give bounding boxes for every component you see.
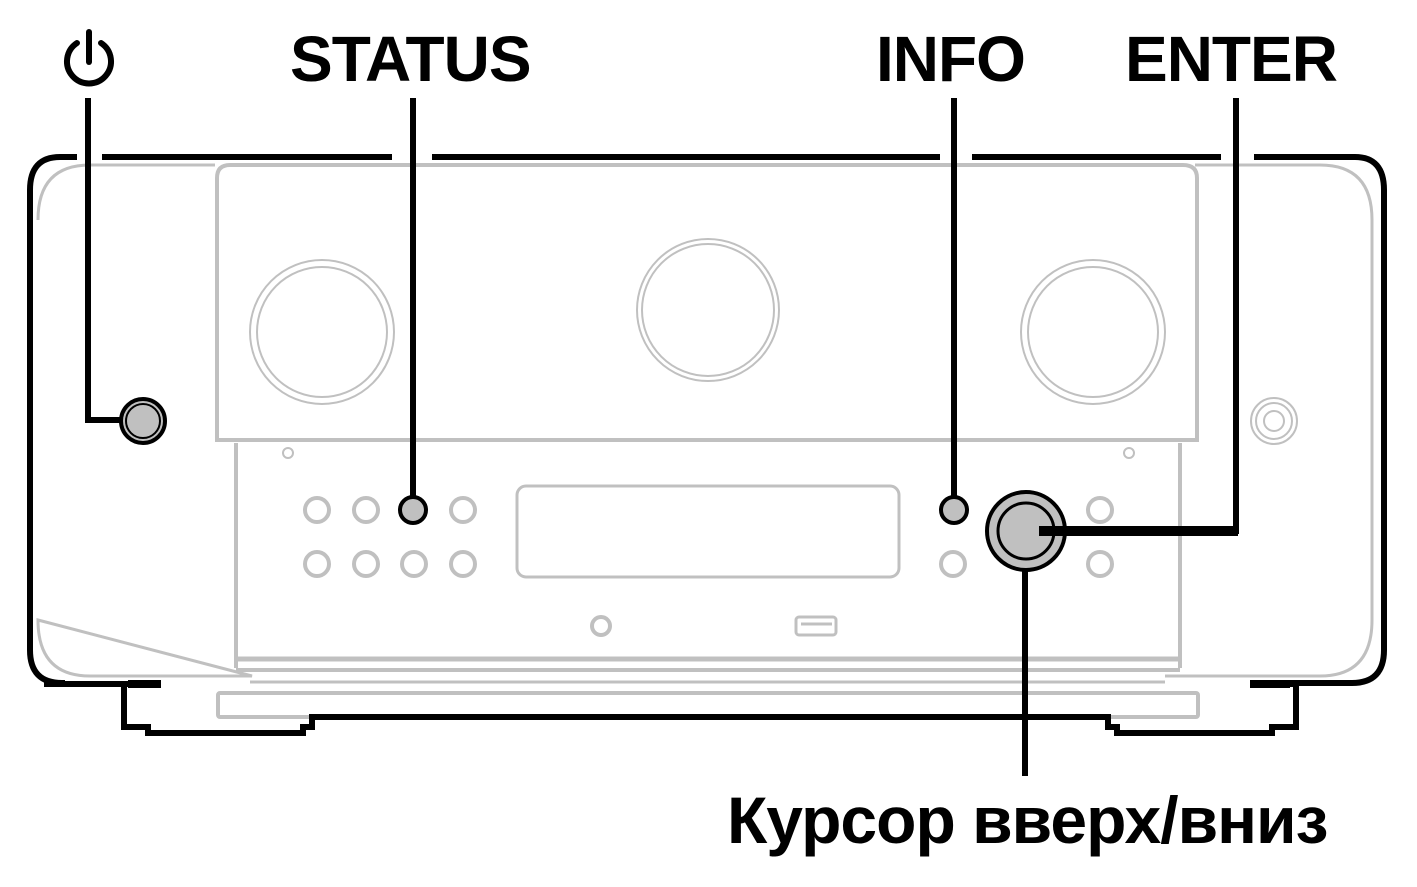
right-knob (1020, 259, 1166, 405)
knobs (249, 238, 1298, 637)
cursor-label: Курсор вверх/вниз (727, 783, 1328, 857)
info-button (939, 495, 969, 525)
button-grid (303, 496, 1114, 578)
power-icon (64, 29, 114, 87)
center-knob (636, 238, 780, 382)
status-button (398, 495, 428, 525)
info-label: INFO (876, 23, 1026, 95)
left-knob (249, 259, 395, 405)
device-body (36, 163, 1374, 719)
jack-right (1250, 397, 1298, 445)
mic-jack (590, 615, 612, 637)
power-button (119, 397, 167, 445)
highlighted-buttons (119, 397, 1238, 572)
chassis-outline (27, 154, 1387, 736)
status-label: STATUS (290, 23, 531, 95)
usb-port (794, 615, 838, 637)
enter-label: ENTER (1125, 23, 1338, 95)
callout-lines (85, 98, 1239, 776)
